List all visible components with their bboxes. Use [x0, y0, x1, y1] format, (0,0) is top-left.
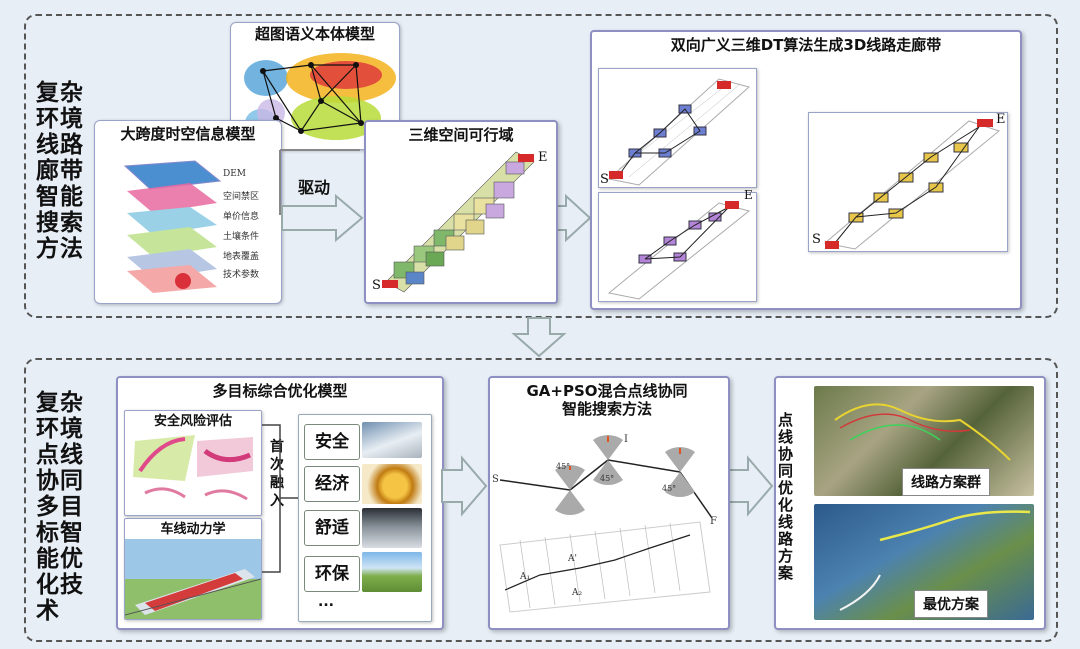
bottom-section-frame	[24, 358, 1058, 642]
dt-end-label-2: E	[996, 112, 1006, 127]
feasible-panel: 三维空间可行域 S E	[364, 120, 558, 304]
layer-label-5: 技术参数	[223, 270, 260, 280]
environment-image	[362, 552, 422, 592]
train-graphic	[125, 539, 261, 619]
feasible-end-label: E	[538, 150, 548, 165]
dynamics-title: 车线动力学	[160, 522, 226, 537]
gapso-point-f: F	[710, 516, 717, 527]
hypergraph-title: 超图语义本体模型	[254, 25, 375, 43]
layer-label-0: DEM	[223, 169, 247, 179]
spacetime-panel: 大跨度时空信息模型 DEM 空间禁区 单价信息 土壤条件 地表覆盖 技术参数	[94, 120, 282, 304]
gapso-point-a2: A₂	[572, 588, 583, 598]
dt-start-label-1: S	[600, 172, 609, 187]
feasible-title: 三维空间可行域	[408, 126, 514, 144]
top-side-label: 复杂环境线路廊带智能搜索方法	[36, 80, 84, 262]
dt-forward-graphic	[598, 68, 757, 188]
feasible-domain-graphic	[382, 151, 535, 293]
layer-label-1: 空间禁区	[223, 192, 260, 202]
best-route-label: 最优方案	[914, 590, 988, 618]
dt-backward-graphic	[598, 192, 757, 302]
layer-label-4: 地表覆盖	[223, 252, 260, 262]
objective-more: ...	[318, 594, 334, 610]
dt-title: 双向广义三维DT算法生成3D线路走廊带	[670, 36, 942, 54]
objective-economy: 经济	[304, 466, 360, 502]
feasible-start-label: S	[372, 278, 381, 293]
dt-end-label-1: E	[744, 188, 753, 202]
multi-objective-title: 多目标综合优化模型	[212, 382, 348, 400]
safety-image	[362, 422, 422, 458]
dt-result-graphic	[808, 112, 1008, 252]
fusion-label: 首次融入	[270, 439, 284, 509]
result-title: 点线协同优化线路方案	[778, 411, 794, 582]
objective-safety: 安全	[304, 424, 360, 460]
gapso-angle-3: 45°	[662, 484, 677, 493]
objective-comfort: 舒适	[304, 510, 360, 546]
spacetime-title: 大跨度时空信息模型	[120, 125, 256, 143]
economy-image	[362, 464, 422, 504]
route-group-label: 线路方案群	[902, 468, 990, 496]
risk-title: 安全风险评估	[153, 414, 232, 429]
gapso-title-2: 智能搜索方法	[561, 400, 652, 418]
gapso-point-i: I	[624, 434, 628, 445]
gapso-title-1: GA+PSO混合点线协同	[526, 382, 688, 400]
gapso-point-a1: A₁	[520, 572, 531, 582]
dt-start-label-2: S	[812, 232, 821, 247]
gapso-angle-1: 45°	[556, 462, 571, 471]
comfort-image	[362, 508, 422, 548]
objective-environment: 环保	[304, 556, 360, 592]
hypergraph-graphic	[244, 53, 396, 140]
layer-label-2: 单价信息	[223, 212, 260, 222]
dynamics-panel: 车线动力学	[124, 518, 262, 620]
gapso-point-s: S	[492, 474, 499, 485]
gapso-point-a-prime: A'	[568, 554, 577, 564]
layer-label-3: 土壤条件	[223, 232, 260, 242]
risk-graphic	[133, 435, 253, 501]
spacetime-layers-graphic	[123, 160, 222, 293]
gapso-angle-2: 45°	[600, 474, 615, 483]
bottom-side-label: 复杂环境点线协同多目标智能优化技术	[36, 390, 84, 624]
risk-panel: 安全风险评估	[124, 410, 262, 516]
drive-label: 驱动	[298, 178, 331, 197]
